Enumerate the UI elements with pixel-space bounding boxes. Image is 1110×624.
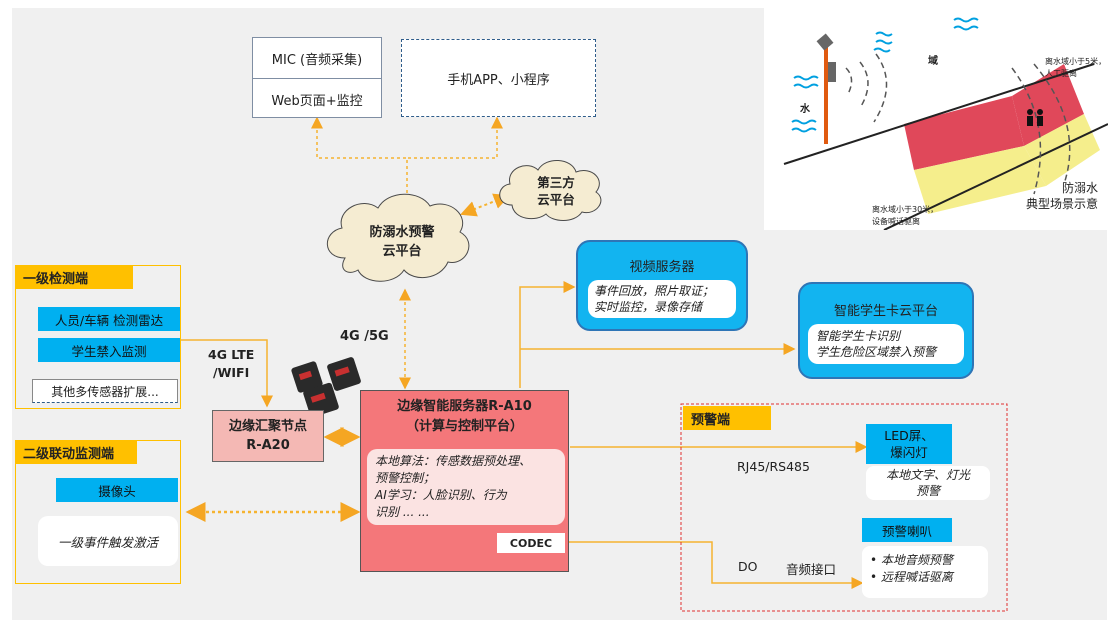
horn-items: • 本地音频预警 • 远程喊话驱离 [862,546,988,598]
third-party-cloud [499,160,602,221]
level2-title: 二级联动监测端 [15,440,137,464]
top-left-box: MIC (音频采集) Web页面+监控 [252,37,382,118]
scene-caption: 防溺水典型场景示意 [1025,181,1098,211]
student-card-title: 智能学生卡云平台 [833,303,938,319]
level1-title: 一级检测端 [15,265,133,289]
horn-box: 预警喇叭 [862,518,952,542]
led-desc: 本地文字、灯光预警 [866,466,990,500]
student-card-box: 智能学生卡云平台 智能学生卡识别学生危险区域禁入预警 [798,282,974,379]
student-card-body: 智能学生卡识别学生危险区域禁入预警 [808,324,964,364]
audio-port-label: 音频接口 [786,562,837,577]
level2-activate: 一级事件触发激活 [38,516,178,566]
lte-label: 4G LTE/WIFI [208,347,255,380]
scene-water-top: 域 [928,56,938,67]
warning-title: 预警端 [683,406,771,430]
scene-illustration: 水 域 离水域小于5米，人工驱离 离水域小于30米，设备喊话驱离 防溺水典型场景… [764,4,1108,230]
codec-label: CODEC [497,533,565,553]
web-label: Web页面+监控 [271,93,363,109]
rj45-label: RJ45/RS485 [737,459,810,474]
horn-item: • 本地音频预警 [870,553,953,567]
app-box: 手机APP、小程序 [401,39,596,117]
scene-water-left: 水 [800,104,810,115]
edge-server-body: 本地算法：传感数据预处理、 预警控制； AI学习：人脸识别、行为 识别 ... … [367,449,565,525]
edge-server-title: 边缘智能服务器R-A10（计算与控制平台） [397,399,532,434]
level1-more: 其他多传感器扩展... [32,379,178,403]
do-label: DO [738,559,758,574]
scene-graphic [783,17,1108,230]
horn-item: • 远程喊话驱离 [870,570,953,584]
warning-cloud-label: 防溺水预警云平台 [369,225,435,259]
edge-server-box: 边缘智能服务器R-A10（计算与控制平台） 本地算法：传感数据预处理、 预警控制… [360,390,569,572]
scene-note-top: 离水域小于5米，人工驱离 [1045,57,1107,78]
level1-item-student: 学生禁入监测 [38,338,180,362]
video-server-title: 视频服务器 [629,259,695,275]
level1-item-radar: 人员/车辆 检测雷达 [38,307,180,331]
level2-camera: 摄像头 [56,478,178,502]
led-box: LED屏、爆闪灯 [866,424,952,464]
net-4g5g-label: 4G /5G [340,329,389,344]
video-server-body: 事件回放，照片取证；实时监控，录像存储 [588,280,736,318]
warning-cloud [326,193,470,282]
scene-note-bottom: 离水域小于30米，设备喊话驱离 [872,205,939,226]
video-server-box: 视频服务器 事件回放，照片取证；实时监控，录像存储 [576,240,748,331]
third-party-cloud-label: 第三方云平台 [537,175,575,207]
mic-label: MIC (音频采集) [253,38,381,79]
